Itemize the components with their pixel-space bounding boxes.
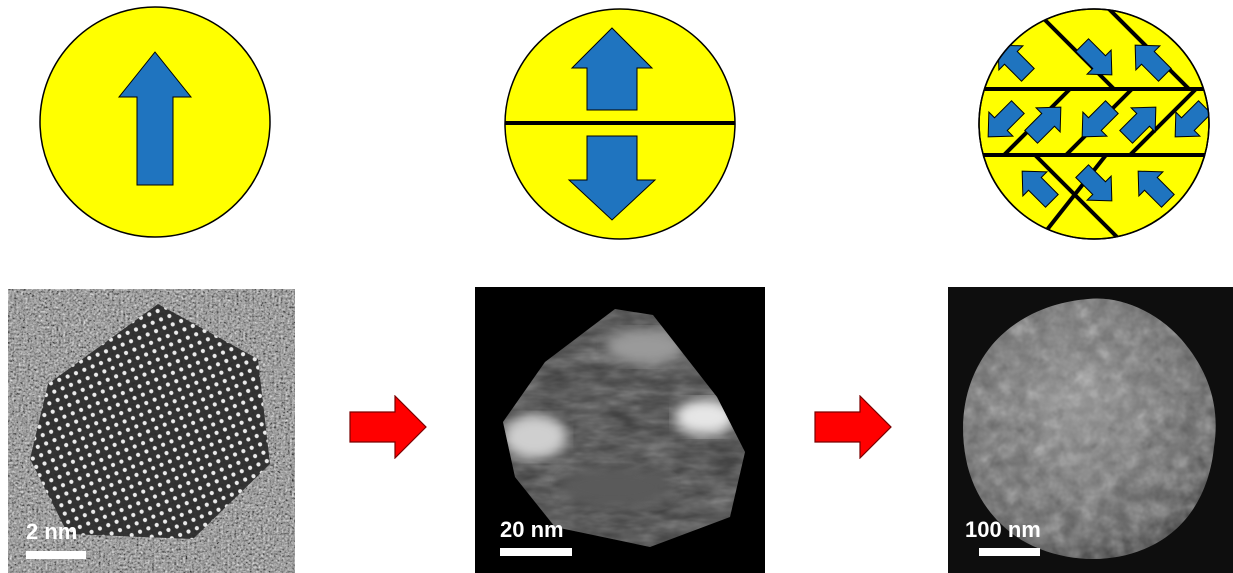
two-domain-circle — [505, 9, 735, 239]
scale-label: 2 nm — [26, 521, 77, 543]
darkfield-tem-image: 20 nm — [475, 287, 765, 573]
sem-image: 100 nm — [948, 287, 1233, 573]
arrow-right-icon — [814, 395, 894, 459]
scale-label: 20 nm — [500, 519, 564, 541]
single-domain-circle — [40, 7, 270, 237]
hrtem-image: 2 nm — [8, 289, 295, 573]
domain-schematics — [0, 0, 1233, 250]
scale-bar — [500, 548, 572, 556]
scale-bar — [979, 548, 1040, 556]
scale-bar — [26, 551, 86, 559]
scale-label: 100 nm — [965, 519, 1041, 541]
arrow-right-icon — [349, 395, 429, 459]
multi-domain-circle — [975, 0, 1217, 245]
